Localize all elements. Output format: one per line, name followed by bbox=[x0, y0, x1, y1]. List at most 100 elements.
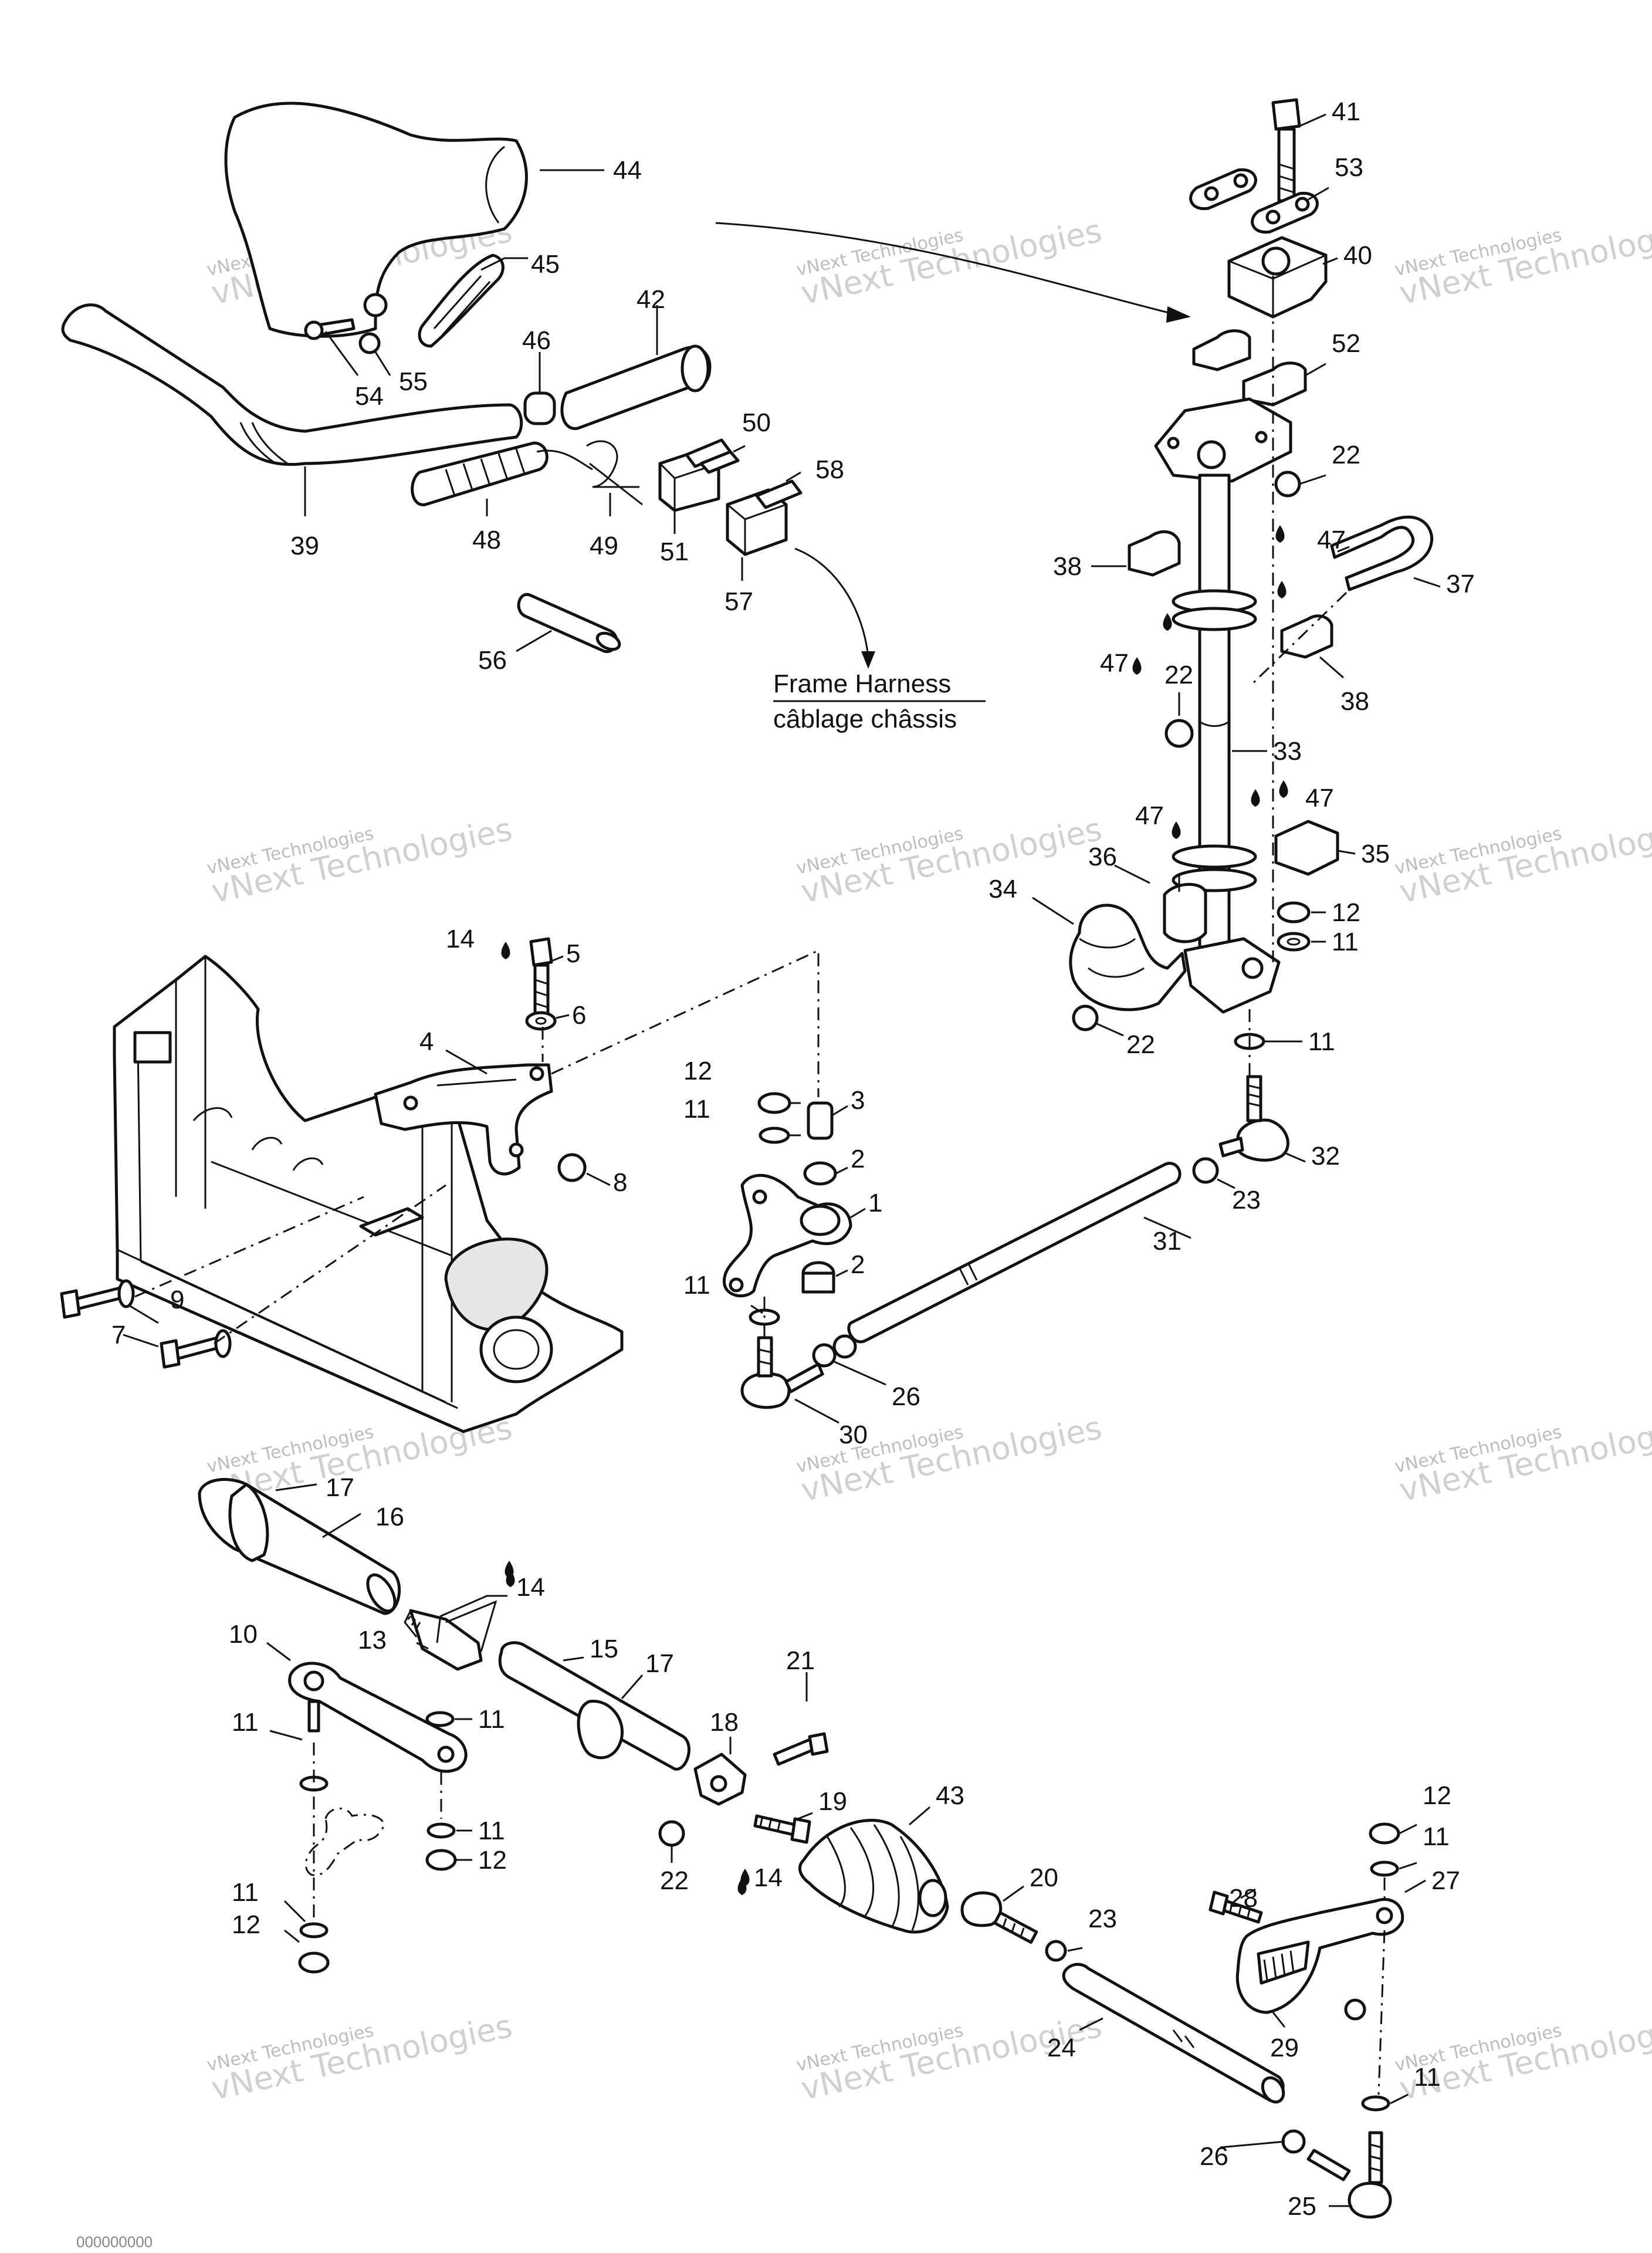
callout: 58 bbox=[815, 455, 844, 484]
callout: 39 bbox=[290, 532, 319, 560]
nut-12b bbox=[757, 1092, 791, 1114]
cable-tie bbox=[536, 440, 643, 506]
washer-6 bbox=[525, 1011, 557, 1031]
callout: 11 bbox=[478, 1705, 505, 1734]
tie-rod-end-25 bbox=[1348, 2181, 1392, 2219]
callout: 28 bbox=[1229, 1884, 1258, 1913]
callout: 26 bbox=[892, 1382, 920, 1411]
callout: 36 bbox=[1088, 843, 1117, 871]
handlebar-group bbox=[61, 102, 1191, 669]
washer-11e bbox=[425, 1711, 455, 1727]
washer-11j bbox=[1361, 2095, 1390, 2112]
callout: 49 bbox=[590, 532, 618, 560]
idler-arm-10 bbox=[288, 1662, 468, 1773]
washer-11c bbox=[759, 1126, 790, 1144]
callout: 26 bbox=[1200, 2142, 1228, 2171]
washer-11a bbox=[1277, 932, 1311, 952]
callout: 52 bbox=[1332, 329, 1360, 358]
callout: 43 bbox=[936, 1781, 964, 1810]
callout: 14 bbox=[446, 925, 475, 953]
pitman-arm-ghost bbox=[304, 1807, 385, 1876]
callout: 29 bbox=[1270, 2034, 1299, 2062]
bushing-17b bbox=[577, 1699, 624, 1760]
callout: 14 bbox=[516, 1573, 545, 1602]
callout: 12 bbox=[1423, 1781, 1451, 1810]
callout: 10 bbox=[229, 1620, 258, 1649]
callout: 22 bbox=[1126, 1030, 1155, 1059]
drop-icon bbox=[1275, 525, 1285, 543]
boot-43 bbox=[798, 1819, 949, 1934]
callout: 47 bbox=[1317, 526, 1346, 554]
callout: 11 bbox=[1332, 928, 1359, 956]
nut-26a bbox=[832, 1334, 857, 1359]
bracket-4 bbox=[374, 1063, 553, 1176]
callout: 31 bbox=[1153, 1227, 1182, 1256]
drop-icon bbox=[1279, 780, 1288, 798]
leader-lines bbox=[123, 113, 1441, 2207]
callout: 51 bbox=[660, 537, 689, 566]
nut-12c bbox=[425, 1849, 457, 1871]
callout: 2 bbox=[851, 1145, 865, 1173]
callout: 44 bbox=[613, 156, 642, 185]
nut-12a bbox=[1277, 901, 1311, 923]
nut-23b bbox=[1045, 1940, 1067, 1962]
harness-arrow bbox=[794, 547, 869, 658]
callout: 13 bbox=[358, 1626, 387, 1655]
nut-22a bbox=[1274, 471, 1301, 498]
column-lower-plate bbox=[1183, 937, 1281, 1014]
nut-22b bbox=[1164, 719, 1194, 748]
u-bolt-37 bbox=[1330, 515, 1434, 591]
callout: 25 bbox=[1288, 2192, 1316, 2221]
spacer-3 bbox=[807, 1101, 834, 1140]
callout: 11 bbox=[683, 1095, 710, 1124]
heater-element bbox=[411, 441, 549, 506]
callout: 6 bbox=[572, 1001, 586, 1030]
callout: 23 bbox=[1088, 1904, 1117, 1933]
bushing-38a bbox=[1128, 530, 1181, 577]
callout: 55 bbox=[399, 367, 428, 396]
callout: 12 bbox=[1332, 898, 1360, 927]
washer-11i bbox=[1370, 1860, 1399, 1877]
callout: 14 bbox=[754, 1863, 783, 1892]
callout: 3 bbox=[851, 1086, 865, 1115]
callout-numbers: 44 45 42 46 54 55 39 48 49 50 51 58 57 5… bbox=[111, 97, 1475, 2221]
callout: 12 bbox=[478, 1846, 507, 1875]
bushing-17a bbox=[228, 1483, 269, 1562]
bolt-9 bbox=[72, 1286, 124, 1311]
steering-column-group bbox=[1069, 98, 1434, 1184]
callout: 34 bbox=[989, 875, 1017, 904]
pitman-arm-1 bbox=[723, 1173, 852, 1298]
assembly-arrow bbox=[715, 222, 1174, 315]
bushing-36 bbox=[1163, 882, 1207, 943]
callout: 12 bbox=[683, 1057, 712, 1085]
callout: 47 bbox=[1305, 784, 1334, 813]
grip-insert bbox=[418, 253, 505, 348]
callout: 22 bbox=[1332, 441, 1360, 469]
callout: 23 bbox=[1232, 1186, 1261, 1215]
callout: 46 bbox=[522, 326, 551, 355]
callout: 11 bbox=[232, 1878, 259, 1907]
callout: 12 bbox=[232, 1910, 260, 1939]
callout: 15 bbox=[590, 1635, 618, 1663]
callout: 11 bbox=[478, 1816, 505, 1845]
nut-26c bbox=[1281, 2129, 1306, 2154]
lubricant-drop-icons bbox=[505, 525, 1288, 1895]
bracket-34 bbox=[1069, 904, 1187, 1012]
callout: 57 bbox=[725, 587, 753, 616]
callout: 32 bbox=[1311, 1142, 1340, 1171]
terminal-58 bbox=[755, 479, 803, 509]
terminal-50b bbox=[699, 450, 740, 474]
callout: 35 bbox=[1361, 840, 1390, 868]
callout: 17 bbox=[645, 1649, 674, 1678]
tie-rod-31 bbox=[847, 1162, 1182, 1344]
callout: 11 bbox=[1423, 1822, 1450, 1851]
callout: 24 bbox=[1047, 2034, 1076, 2062]
washer-11h bbox=[299, 1922, 329, 1939]
callout: 8 bbox=[613, 1168, 627, 1197]
steering-arm-27 bbox=[1235, 1897, 1404, 2014]
bushing-52a bbox=[1192, 329, 1251, 371]
callout: 21 bbox=[786, 1646, 815, 1675]
column-bracket bbox=[1154, 397, 1292, 483]
nut-55 bbox=[358, 332, 381, 354]
nut-29 bbox=[1344, 1998, 1366, 2021]
